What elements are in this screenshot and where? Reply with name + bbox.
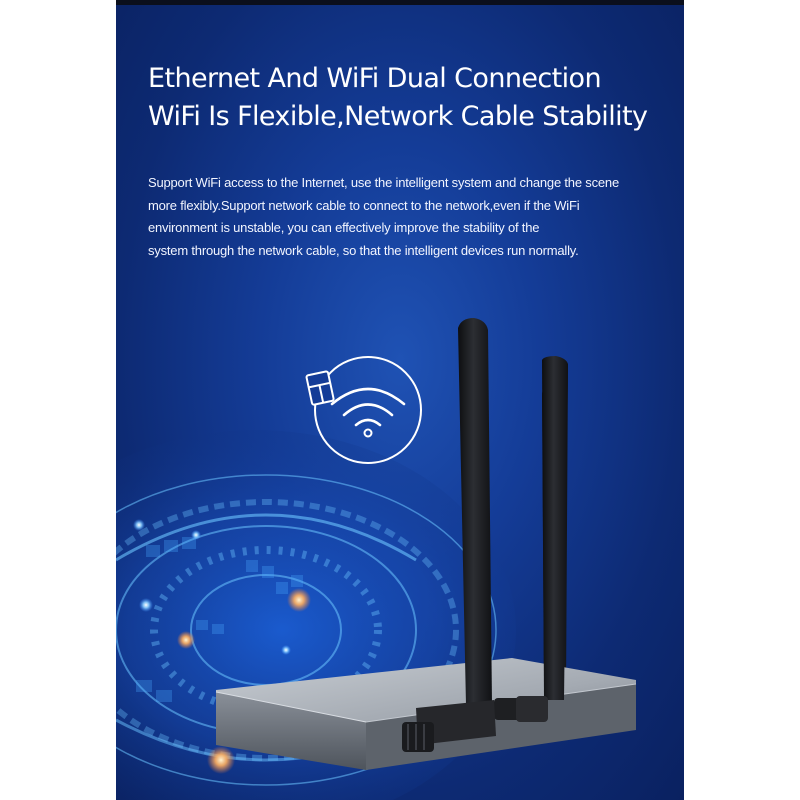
- headline-line-1: Ethernet And WiFi Dual Connection: [148, 63, 602, 94]
- product-banner: Ethernet And WiFi Dual Connection WiFi I…: [116, 0, 684, 800]
- description-line-1: Support WiFi access to the Internet, use…: [148, 175, 619, 190]
- headline-line-2: WiFi Is Flexible,Network Cable Stability: [148, 101, 648, 132]
- wifi-router-icon: [305, 356, 422, 464]
- router-antenna-middle: [494, 356, 568, 722]
- description-line-2: more flexibly.Support network cable to c…: [148, 197, 580, 213]
- banner-artwork: [116, 318, 637, 800]
- description: Support WiFi access to the Internet, use…: [148, 172, 638, 262]
- headline: Ethernet And WiFi Dual Connection WiFi I…: [148, 60, 668, 136]
- description-line-3: environment is unstable, you can effecti…: [148, 220, 540, 235]
- description-line-4: system through the network cable, so tha…: [148, 242, 579, 258]
- top-border: [116, 0, 684, 5]
- router-antenna-front: [402, 318, 496, 752]
